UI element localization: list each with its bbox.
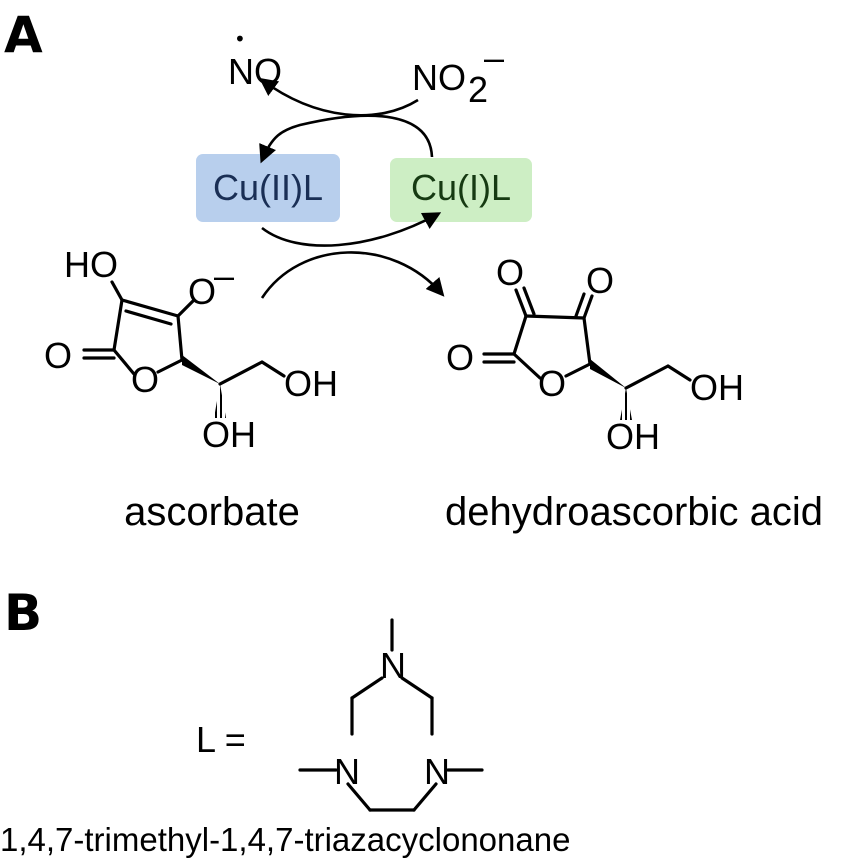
radical-dot: •	[234, 27, 246, 51]
arrow-cu1-to-cu2	[259, 114, 434, 164]
arrow-nitrite-to-no	[259, 77, 419, 117]
l-equals: L =	[196, 719, 246, 760]
cu2-label: Cu(II)L	[213, 167, 323, 208]
dha-name: dehydroascorbic acid	[445, 490, 823, 534]
dha-o-top1: O	[496, 252, 524, 293]
panel-b-letter: B	[4, 584, 42, 642]
tacn-n-right: N	[424, 751, 450, 792]
asc-o-minus: O	[188, 271, 216, 312]
nitrite-label: NO 2 –	[412, 37, 504, 110]
asc-oh-down: OH	[202, 414, 256, 455]
panel-a-letter: A	[4, 6, 43, 64]
no-text: NO	[228, 51, 282, 92]
tacn-n-left: N	[334, 751, 360, 792]
dha-carbonyl-o: O	[446, 337, 474, 378]
cu2-box	[196, 154, 340, 222]
panel-a: A NO • NO 2 – Cu(II)L Cu(I)L	[4, 6, 823, 534]
cu2-complex: Cu(II)L	[196, 154, 340, 222]
nitrite-base: NO	[412, 57, 466, 98]
asc-oh-side: OH	[284, 363, 338, 404]
asc-ring-o: O	[131, 359, 159, 400]
dha-structure: O O O O OH OH	[446, 252, 744, 457]
dha-oh-side: OH	[690, 367, 744, 408]
ascorbate-name: ascorbate	[124, 490, 300, 534]
arrow-ascorbate-to-dha	[260, 251, 445, 299]
asc-carbonyl-o: O	[44, 335, 72, 376]
dha-oh-down: OH	[606, 416, 660, 457]
cu1-label: Cu(I)L	[411, 167, 511, 208]
ascorbate-structure: HO O – O O OH OH	[44, 244, 338, 455]
panel-b: B L = N N N 1,4,7-trimethyl-1,4,7-triaza…	[0, 584, 570, 858]
asc-ho: HO	[64, 244, 118, 285]
arrow-cu2-to-cu1	[261, 212, 442, 247]
nitrite-charge: –	[484, 37, 504, 78]
asc-minus: –	[214, 255, 234, 296]
cu1-box	[390, 158, 532, 222]
nitrite-subscript: 2	[468, 69, 488, 110]
no-radical-label: NO •	[228, 27, 282, 92]
tacn-structure: N N N	[298, 618, 484, 812]
cu1-complex: Cu(I)L	[390, 158, 532, 222]
ligand-name: 1,4,7-trimethyl-1,4,7-triazacyclononane	[0, 821, 570, 858]
dha-ring-o: O	[538, 363, 566, 404]
tacn-n-top: N	[380, 645, 406, 686]
dha-o-top2: O	[586, 260, 614, 301]
